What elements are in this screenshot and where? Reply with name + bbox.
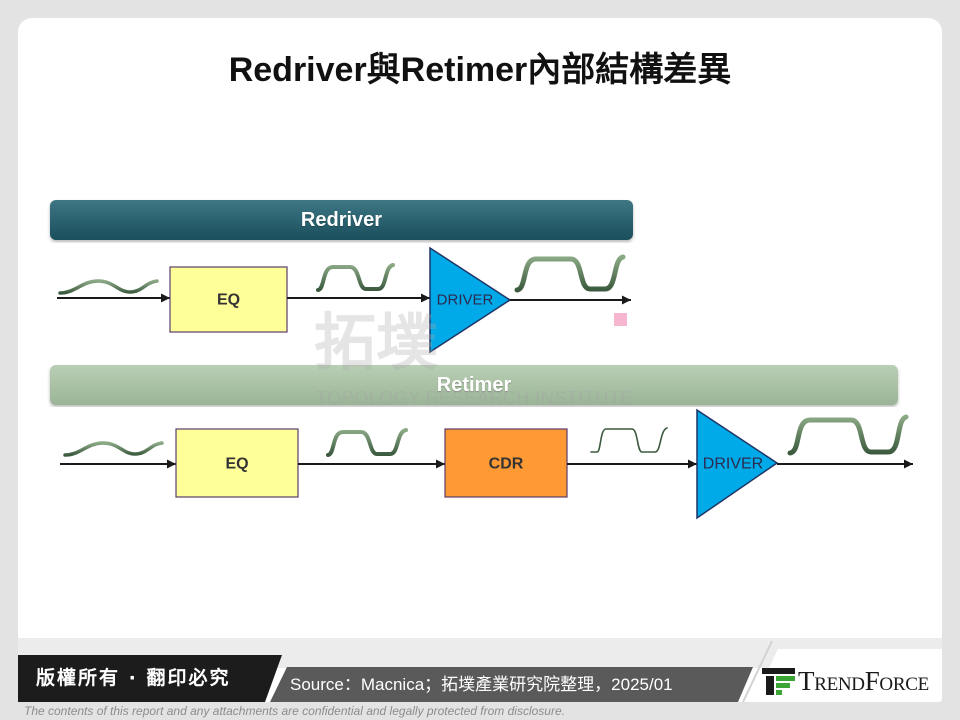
source-block [270, 667, 753, 702]
footer-divider-line [742, 640, 773, 703]
source-text: Source：Macnica；拓墣產業研究院整理，2025/01 [290, 675, 673, 694]
retimer-output-wave [787, 414, 909, 456]
retimer-retimed-wave [590, 427, 668, 453]
retimer-input-wave [63, 441, 164, 457]
retimer-diagram: EQ CDR DRIVER [50, 407, 913, 523]
redriver-eq-block [169, 266, 288, 333]
redriver-header-bar: Redriver [50, 200, 633, 240]
retimer-header-bar: Retimer [50, 365, 898, 405]
logo-stem [766, 675, 774, 695]
redriver-output-wave [514, 254, 626, 293]
redriver-driver-triangle [429, 246, 512, 354]
retimer-cdr-block [444, 428, 568, 498]
redriver-diagram: EQ DRIVER [50, 243, 655, 357]
redriver-eq-label: EQ [217, 292, 240, 309]
footer-shapes [18, 638, 942, 703]
trendforce-logo-icon [762, 667, 795, 695]
copyright-text: 版權所有 · 翻印必究 [36, 667, 231, 689]
retimer-eq-block [175, 428, 299, 498]
disclaimer-text: The contents of this report and any atta… [24, 704, 565, 718]
redriver-input-wave [58, 279, 159, 295]
slide-card [18, 18, 942, 702]
retimer-driver-triangle [696, 408, 779, 520]
retimer-header-label: Retimer [436, 374, 512, 396]
retimer-cdr-label: CDR [489, 456, 524, 473]
redriver-header-label: Redriver [300, 209, 383, 231]
retimer-eq-label: EQ [225, 456, 248, 473]
logo-bar-lower [776, 689, 782, 695]
redriver-equalized-wave [316, 263, 395, 292]
redriver-driver-label: DRIVER [437, 292, 494, 309]
trendforce-wordmark: TrendForce [798, 666, 929, 696]
pink-marker [614, 313, 627, 326]
logo-bar-middle [776, 682, 790, 688]
retimer-equalized-wave [326, 428, 408, 457]
logo-bar-upper [776, 675, 795, 681]
logo-top-bar [762, 667, 795, 674]
copyright-block [18, 655, 282, 702]
slide-title: Redriver與Retimer內部結構差異 [228, 51, 732, 89]
retimer-driver-label: DRIVER [703, 456, 763, 473]
trendforce-logo: TrendForce [762, 667, 929, 695]
